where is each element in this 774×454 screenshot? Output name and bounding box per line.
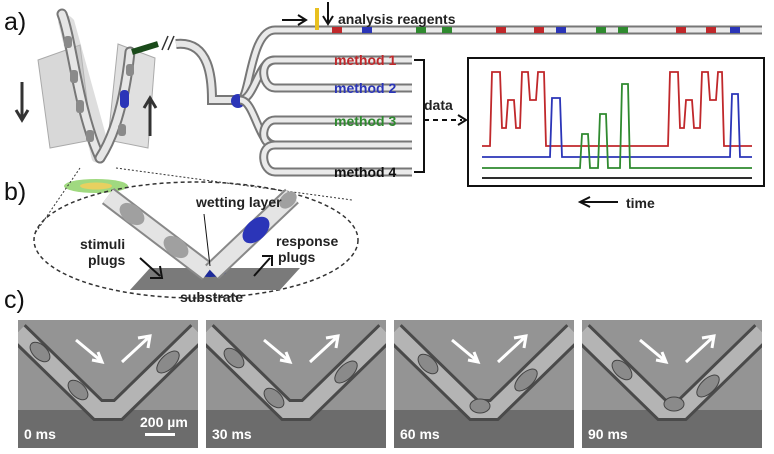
trace-blue [482, 93, 752, 158]
wetting-layer-label: wetting layer [195, 194, 282, 210]
inset-schematic [101, 188, 300, 290]
microscope-frame-3: 90 ms [582, 320, 762, 448]
arrow-down-icon [322, 2, 334, 26]
v-device [37, 8, 175, 193]
time-label: time [626, 195, 655, 211]
panel-label-c: c) [4, 286, 25, 314]
frame-time-label: 0 ms [24, 426, 56, 442]
substrate-label: substrate [180, 289, 243, 305]
response-arrow [253, 255, 273, 277]
splitting-tree [237, 25, 762, 177]
frame-time-label: 90 ms [588, 426, 628, 442]
time-arrow [577, 196, 618, 208]
reagents-label: analysis reagents [338, 11, 456, 27]
method-1-label: method 1 [334, 52, 396, 68]
response-label-2: plugs [278, 249, 316, 265]
stimuli-arrow [139, 257, 164, 279]
methods-bracket [414, 59, 425, 173]
response-label-1: response [276, 233, 338, 249]
method-4-label: method 4 [334, 164, 396, 180]
arrow-right-icon [282, 14, 308, 26]
scale-bar [145, 433, 175, 436]
zoom-lines [35, 167, 353, 233]
frame-time-label: 30 ms [212, 426, 252, 442]
inset-ellipse [33, 181, 359, 299]
reagent-inlet [315, 8, 319, 30]
method-3-label: method 3 [334, 113, 396, 129]
signal-box [467, 57, 765, 187]
panel-label-b: b) [4, 178, 26, 206]
stimuli-label-1: stimuli [80, 236, 125, 252]
stimuli-label-2: plugs [88, 252, 126, 268]
frame-time-label: 60 ms [400, 426, 440, 442]
trace-green [482, 83, 752, 169]
data-label: data [424, 97, 453, 113]
microscope-frame-0: 0 ms 200 µm [18, 320, 198, 448]
arrow-up-icon [142, 95, 158, 136]
microscope-frame-1: 30 ms [206, 320, 386, 448]
scale-bar-label: 200 µm [140, 414, 188, 430]
method-2-label: method 2 [334, 80, 396, 96]
arrow-down-icon [14, 82, 30, 123]
schematic-figure: a) b) c) [4, 2, 765, 314]
panel-label-a: a) [4, 8, 26, 36]
microscope-frame-2: 60 ms [394, 320, 574, 448]
